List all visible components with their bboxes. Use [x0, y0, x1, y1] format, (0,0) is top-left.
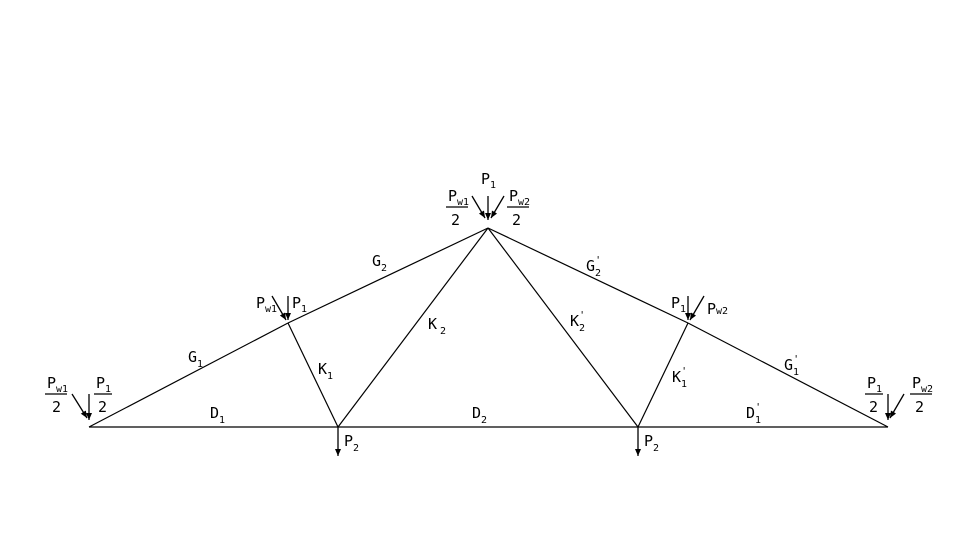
svg-text:2: 2 [98, 398, 107, 416]
load-labels: Pw1 2 P1 2 Pw1 P1 P1 Pw1 2 Pw2 2 P1 Pw2 [45, 170, 933, 454]
member-K2p-line [487, 227, 639, 428]
load-bottom-right-P2: P2 [644, 432, 659, 454]
label-G2: G2 [372, 252, 387, 274]
svg-text:2: 2 [915, 398, 924, 416]
svg-text:P1: P1 [96, 374, 111, 395]
label-G1: G1 [188, 348, 203, 370]
svg-text:Pw2: Pw2 [912, 374, 933, 395]
label-K1p: K1' [672, 366, 687, 390]
arrow-left-wind [71, 393, 88, 419]
arrow-right-wind [889, 393, 905, 419]
svg-text:2: 2 [512, 211, 521, 229]
label-K2p: K2' [570, 310, 585, 334]
arrow-node6-wind [689, 295, 705, 321]
load-apex-P1: P1 [481, 170, 496, 191]
load-arrows [71, 195, 905, 456]
load-node6-P1: P1 [671, 294, 686, 315]
svg-text:2: 2 [451, 211, 460, 229]
member-G1-line [88, 322, 289, 428]
load-right-Pw2-half: Pw2 2 [910, 374, 933, 416]
member-K1-line [287, 322, 339, 428]
load-right-P1-half: P1 2 [865, 374, 883, 416]
load-left-Pw1-half: Pw1 2 [45, 374, 68, 416]
load-apex-Pw1-half: Pw1 2 [446, 187, 469, 229]
arrow-apex-wind-left [471, 195, 486, 219]
svg-text:Pw1: Pw1 [448, 187, 469, 208]
member-K1p-line [637, 322, 689, 428]
member-K2-line [337, 227, 489, 428]
member-G1p-line [687, 322, 889, 428]
load-node2-P1: P1 [292, 294, 307, 315]
member-G2-line [287, 227, 489, 324]
load-node2-Pw1: Pw1 [256, 294, 277, 315]
truss-members [88, 227, 889, 428]
svg-text:2: 2 [52, 398, 61, 416]
load-node6-Pw2: Pw2 [707, 300, 728, 318]
arrow-apex-wind-right [490, 195, 505, 219]
member-G2p-line [487, 227, 689, 324]
label-G2p: G2' [586, 255, 601, 279]
svg-text:2: 2 [869, 398, 878, 416]
svg-text:P1: P1 [867, 374, 882, 395]
svg-text:Pw2: Pw2 [509, 187, 530, 208]
label-K1: K1 [318, 360, 333, 382]
load-apex-Pw2-half: Pw2 2 [507, 187, 530, 229]
label-D2: D2 [472, 404, 487, 426]
label-G1p: G1' [784, 354, 799, 378]
label-D1: D1 [210, 404, 225, 426]
load-left-P1-half: P1 2 [94, 374, 112, 416]
arrow-node2-wind [271, 295, 287, 321]
svg-text:Pw1: Pw1 [47, 374, 68, 395]
load-bottom-left-P2: P2 [344, 432, 359, 454]
label-D1p: D1' [746, 402, 761, 426]
